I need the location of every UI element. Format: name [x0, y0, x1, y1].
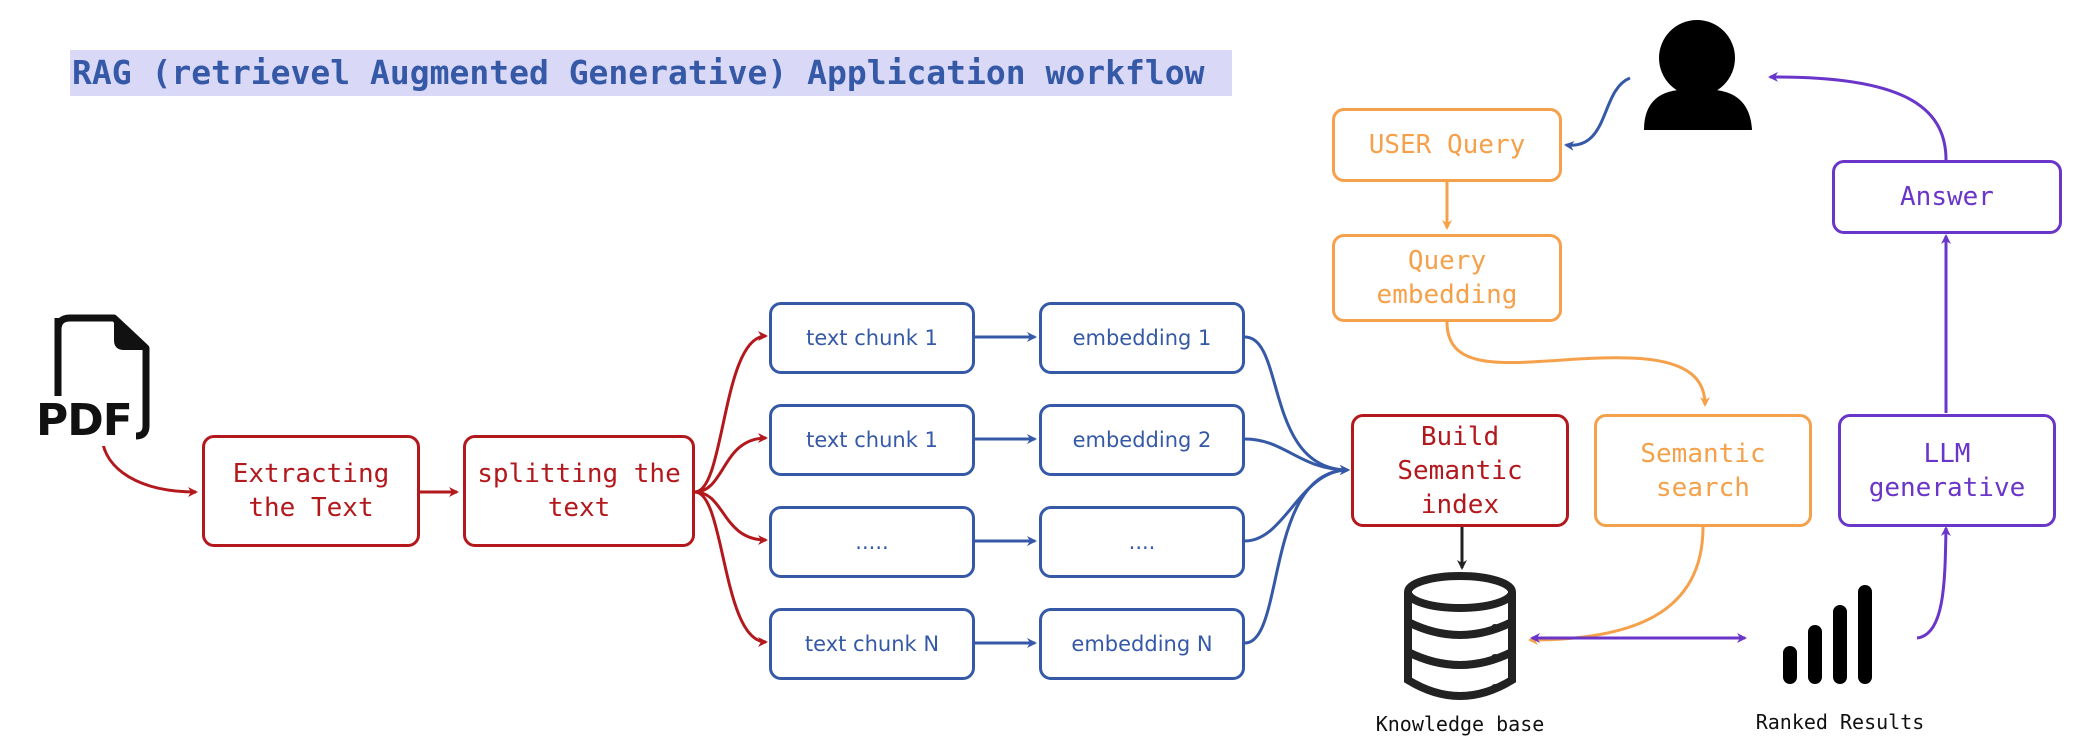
answer-to-user-arrow: [1768, 71, 1948, 161]
user-query-box: USER Query: [1332, 108, 1562, 182]
pdf-to-extract-arrow: [100, 437, 198, 497]
ranked-results-caption: Ranked Results: [1755, 710, 1925, 734]
chunk-box-n: text chunk N: [769, 608, 975, 680]
split-to-chunkN-arrow: [694, 490, 768, 647]
embedding-box-n: embedding N: [1039, 608, 1245, 680]
build-index-box: Build Semantic index: [1351, 414, 1569, 527]
split-to-chunk2-arrow: [694, 433, 768, 494]
purple-connectors: [1530, 71, 1951, 643]
embedding-box-3: ....: [1039, 506, 1245, 578]
split-to-chunk3-arrow: [694, 490, 768, 545]
ranking-bars-icon: [1783, 585, 1872, 684]
database-icon: [1404, 572, 1516, 700]
query-embedding-box: Query embedding: [1332, 234, 1562, 322]
embedding-box-2: embedding 2: [1039, 404, 1245, 476]
chunk-box-3: .....: [769, 506, 975, 578]
red-connectors: [100, 331, 768, 647]
embedding-to-search-arrow: [1445, 321, 1710, 407]
embedding-box-1: embedding 1: [1039, 302, 1245, 374]
embedding2-to-index-arrow: [1244, 437, 1350, 475]
ranked-to-llm-arrow: [1916, 526, 1951, 640]
llm-generative-box: LLM generative: [1838, 414, 2056, 527]
knowledge-base-caption: Knowledge base: [1375, 712, 1545, 736]
split-text-box: splitting the text: [463, 435, 695, 547]
blue-connectors: [975, 76, 1631, 648]
embedding1-to-index-arrow: [1244, 335, 1350, 475]
page-title: RAG (retrievel Augmented Generative) App…: [70, 50, 1232, 96]
user-to-query-arrow: [1564, 76, 1631, 151]
embeddingN-to-index-arrow: [1244, 465, 1350, 645]
extract-text-box: Extracting the Text: [202, 435, 420, 547]
answer-box: Answer: [1832, 160, 2062, 234]
chunk-box-1: text chunk 1: [769, 302, 975, 374]
pdf-label: PDF: [36, 395, 133, 446]
semantic-search-box: Semantic search: [1594, 414, 1812, 527]
user-icon: [1644, 20, 1752, 130]
search-to-database-arrow: [1528, 526, 1705, 645]
split-to-chunk1-arrow: [694, 331, 768, 494]
chunk-box-2: text chunk 1: [769, 404, 975, 476]
pdf-file-icon: [54, 314, 150, 440]
